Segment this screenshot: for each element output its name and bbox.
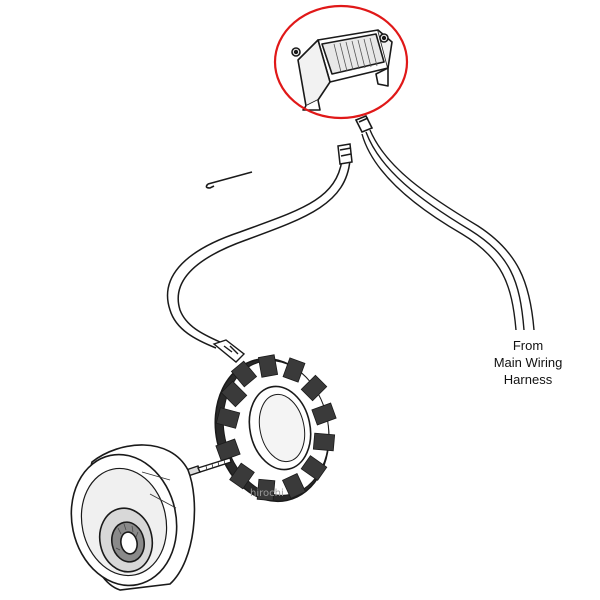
cable-strap-icon — [205, 171, 253, 189]
callout-line-3: Harness — [503, 372, 553, 387]
voltage-regulator-icon — [291, 29, 393, 111]
cable-end-plug — [337, 143, 353, 165]
rotor-flywheel-icon — [70, 444, 196, 591]
harness-wires — [361, 129, 535, 331]
stator-lead-cable — [166, 159, 351, 349]
callout-line-1: From — [512, 338, 544, 353]
regulator-connector — [354, 114, 374, 134]
highlight-ring — [273, 4, 409, 120]
stator-coil-icon — [214, 354, 337, 503]
mounting-screw-icon — [185, 457, 232, 477]
callout-line-2: Main Wiring — [493, 355, 563, 370]
cable-grommet — [212, 339, 246, 363]
watermark: hirochi — [250, 488, 284, 499]
